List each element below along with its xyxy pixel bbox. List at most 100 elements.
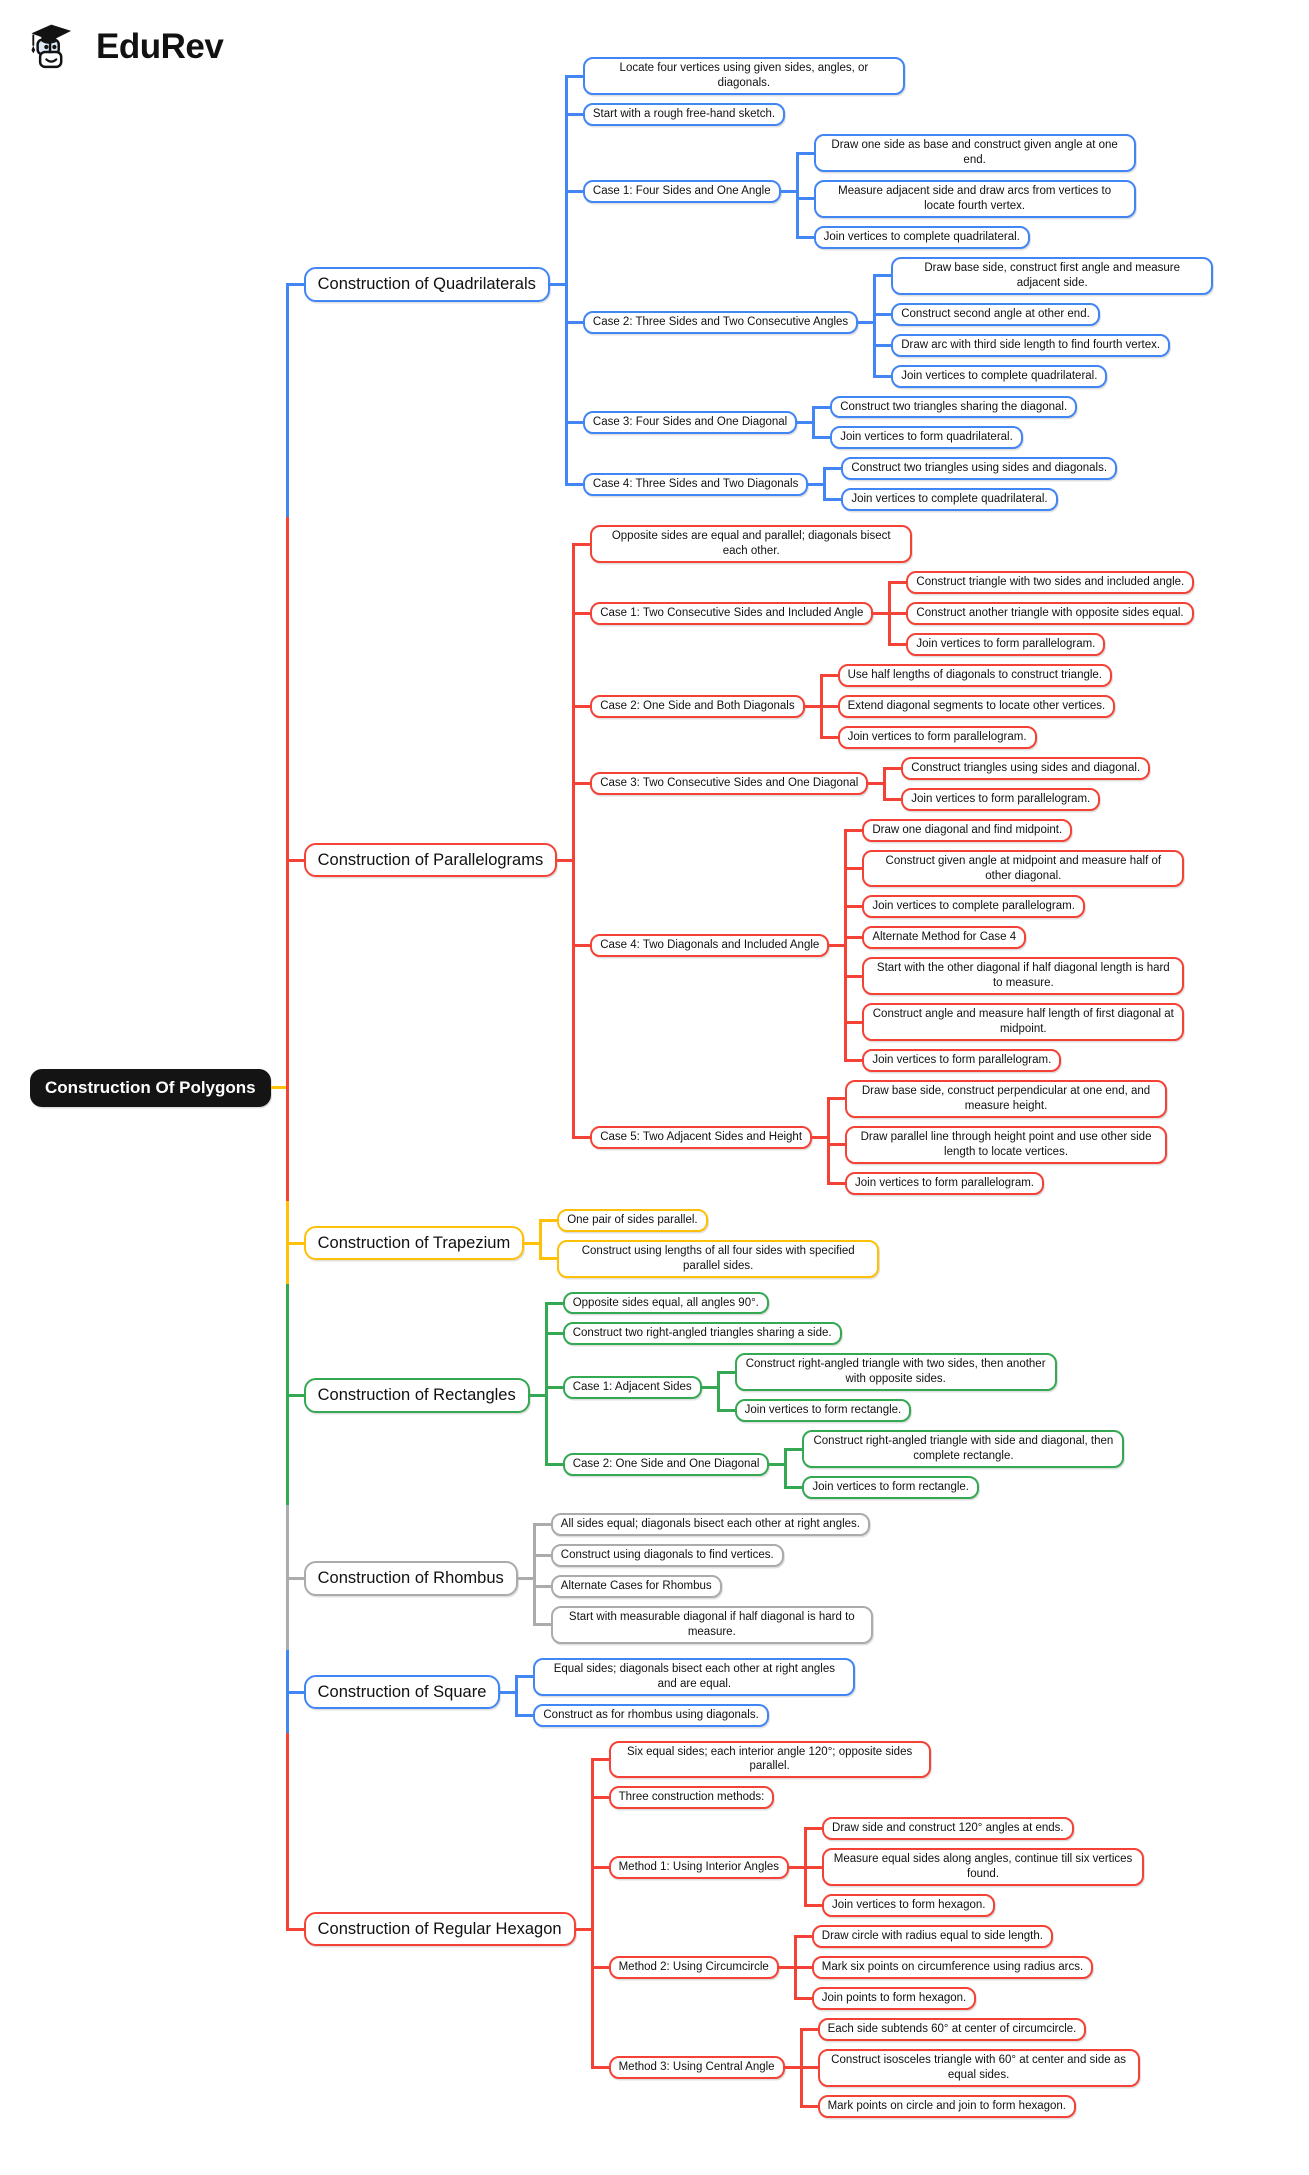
mindmap-child-row: Join points to form hexagon. bbox=[793, 1978, 1093, 2010]
mindmap-leaf-node: Construct right-angled triangle with two… bbox=[734, 1353, 1057, 1392]
connector-line bbox=[780, 190, 796, 193]
mindmap-leaf-node: Each side subtends 60° at center of circ… bbox=[817, 2017, 1087, 2041]
edurev-logo[interactable]: EduRev bbox=[24, 16, 224, 78]
mindmap-child-row: Start with measurable diagonal if half d… bbox=[532, 1597, 873, 1644]
mindmap-child-row: Case 1: Two Consecutive Sides and Includ… bbox=[572, 563, 1195, 664]
connector-line bbox=[544, 1463, 563, 1467]
mindmap-child-row: Draw parallel line through height point … bbox=[827, 1117, 1168, 1172]
mindmap-leaf-node: Join vertices to form parallelogram. bbox=[901, 787, 1101, 811]
mindmap-leaf-node: Case 4: Three Sides and Two Diagonals bbox=[582, 472, 809, 496]
mindmap-child-row: Construct as for rhombus using diagonals… bbox=[515, 1695, 855, 1727]
connector-line bbox=[888, 643, 907, 646]
connector-line bbox=[564, 190, 583, 193]
connector-line bbox=[270, 1086, 286, 1089]
connector-line bbox=[778, 1966, 794, 1969]
mindmap-child-row: Draw circle with radius equal to side le… bbox=[793, 1925, 1093, 1956]
connector-line bbox=[532, 1523, 551, 1526]
mindmap-leaf-node: Mark points on circle and join to form h… bbox=[817, 2094, 1077, 2118]
mindmap-leaf-node: Locate four vertices using given sides, … bbox=[582, 57, 905, 96]
connector-line bbox=[827, 1143, 846, 1147]
mindmap-leaf-node: Start with a rough free-hand sketch. bbox=[582, 103, 786, 127]
mindmap-branch-node: Construction of Quadrilaterals bbox=[303, 267, 550, 302]
mindmap-leaf-node: Join vertices to form rectangle. bbox=[802, 1476, 979, 1500]
mindmap-leaf-node: Construct using lengths of all four side… bbox=[557, 1239, 880, 1278]
connector-line bbox=[285, 858, 304, 862]
mindmap-child-row: Construct using diagonals to find vertic… bbox=[532, 1535, 873, 1575]
mindmap-branch-node: Construction of Parallelograms bbox=[303, 842, 558, 878]
connector-line bbox=[812, 405, 831, 409]
connector-line bbox=[784, 2066, 800, 2070]
connector-line bbox=[844, 974, 863, 978]
mindmap-leaf-node: Mark six points on circumference using r… bbox=[811, 1956, 1094, 1979]
mindmap-leaf-node: One pair of sides parallel. bbox=[557, 1208, 708, 1232]
mindmap-child-row: Measure adjacent side and draw arcs from… bbox=[795, 172, 1136, 226]
mindmap-leaf-node: Method 2: Using Circumcircle bbox=[608, 1956, 779, 1979]
mindmap-child-row: Construction of Quadrilaterals Locate fou… bbox=[285, 57, 1214, 520]
mindmap-child-row: Locate four vertices using given sides, … bbox=[564, 57, 1213, 104]
connector-line bbox=[524, 1241, 540, 1245]
mindmap-child-row: Measure equal sides along angles, contin… bbox=[804, 1840, 1145, 1895]
children-group: Use half lengths of diagonals to constru… bbox=[819, 663, 1116, 749]
connector-line bbox=[532, 1623, 551, 1627]
mindmap-child-row: Join vertices to form rectangle. bbox=[716, 1391, 1057, 1423]
mindmap-leaf-node: Join points to form hexagon. bbox=[811, 1986, 977, 2010]
mindmap-leaf-node: Six equal sides; each interior angle 120… bbox=[608, 1740, 931, 1779]
connector-line bbox=[285, 282, 304, 286]
mindmap-leaf-node: Measure adjacent side and draw arcs from… bbox=[813, 180, 1136, 218]
connector-line bbox=[564, 113, 583, 117]
mindmap-child-row: Join vertices to form quadrilateral. bbox=[812, 418, 1077, 450]
connector-line bbox=[823, 498, 842, 502]
connector-line bbox=[784, 1447, 803, 1451]
connector-line bbox=[819, 704, 838, 708]
mindmap-child-row: Construct two triangles sharing the diag… bbox=[812, 395, 1078, 427]
mindmap-child-row: Mark points on circle and join to form h… bbox=[799, 2086, 1140, 2118]
connector-line bbox=[784, 1486, 803, 1490]
children-group: Construct triangle with two sides and in… bbox=[888, 571, 1195, 656]
connector-line bbox=[827, 1181, 846, 1185]
mindmap-leaf-node: Draw side and construct 120° angles at e… bbox=[822, 1817, 1074, 1841]
connector-line bbox=[819, 735, 838, 739]
connector-line bbox=[812, 436, 831, 440]
mindmap-leaf-node: Start with measurable diagonal if half d… bbox=[550, 1605, 873, 1644]
children-group: Construct two triangles sharing the diag… bbox=[812, 395, 1078, 450]
mindmap-child-row: Draw base side, construct perpendicular … bbox=[827, 1080, 1168, 1126]
connector-line bbox=[873, 274, 892, 278]
mindmap-leaf-node: Join vertices to form parallelogram. bbox=[862, 1049, 1062, 1073]
children-group: Construction of Quadrilaterals Locate fou… bbox=[285, 57, 1214, 2118]
connector-line bbox=[797, 420, 813, 424]
children-group: Equal sides; diagonals bisect each other… bbox=[515, 1657, 856, 1727]
mindmap-leaf-node: Join vertices to form hexagon. bbox=[822, 1894, 996, 1918]
mindmap-child-row: Construct two right-angled triangles sha… bbox=[544, 1314, 1125, 1354]
connector-line bbox=[716, 1370, 735, 1374]
connector-line bbox=[564, 482, 583, 486]
connector-line bbox=[804, 1827, 823, 1831]
connector-line bbox=[844, 936, 863, 940]
mindmap-child-row: Equal sides; diagonals bisect each other… bbox=[515, 1657, 856, 1704]
connector-line bbox=[285, 1241, 304, 1245]
mindmap-child-row: Case 4: Two Diagonals and Included Angle… bbox=[572, 810, 1194, 1081]
connector-line bbox=[823, 467, 842, 471]
connector-line bbox=[858, 320, 874, 324]
mindmap-child-row: Construct two triangles using sides and … bbox=[823, 457, 1118, 489]
mindmap-child-row: Construct angle and measure half length … bbox=[844, 995, 1185, 1049]
connector-line bbox=[827, 1097, 846, 1101]
mindmap-leaf-node: Draw circle with radius equal to side le… bbox=[811, 1925, 1053, 1949]
mindmap-leaf-node: Alternate Cases for Rhombus bbox=[550, 1574, 722, 1598]
children-group: All sides equal; diagonals bisect each o… bbox=[532, 1513, 873, 1644]
mindmap-child-row: Case 2: Three Sides and Two Consecutive … bbox=[564, 248, 1214, 396]
mindmap-child-row: Join vertices to complete quadrilateral. bbox=[873, 356, 1213, 388]
mindmap-leaf-node: Join vertices to complete parallelogram. bbox=[862, 895, 1085, 919]
mindmap-leaf-node: Join vertices to form rectangle. bbox=[734, 1399, 912, 1423]
connector-line bbox=[285, 1393, 304, 1397]
mindmap-leaf-node: All sides equal; diagonals bisect each o… bbox=[550, 1513, 870, 1536]
connector-line bbox=[819, 673, 838, 677]
mindmap-child-row: Join vertices to form parallelogram. bbox=[827, 1163, 1167, 1195]
mindmap-leaf-node: Join vertices to complete quadrilateral. bbox=[891, 364, 1108, 388]
connector-line bbox=[500, 1690, 516, 1694]
mindmap-leaf-node: Draw base side, construct perpendicular … bbox=[845, 1080, 1168, 1118]
